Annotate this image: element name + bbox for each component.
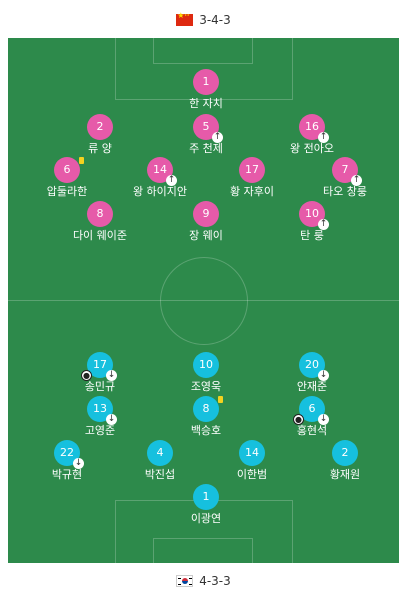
player-marker[interactable]: 8 백승호 [161, 396, 251, 437]
player-number-disc: 2 [87, 114, 113, 140]
goal-ball-icon: ● [81, 370, 92, 381]
player-number-disc: 8 [87, 201, 113, 227]
player-number-disc: 1 [193, 484, 219, 510]
player-name: 한 자치 [189, 97, 223, 110]
player-marker[interactable]: 20↓ 안재준 [267, 352, 357, 393]
player-number-disc: 14 [239, 440, 265, 466]
player-number-disc: 10 [193, 352, 219, 378]
substitution-up-icon: ↑ [351, 175, 362, 186]
substitution-down-icon: ↓ [318, 370, 329, 381]
player-marker[interactable]: 9 장 웨이 [161, 201, 251, 242]
substitution-down-icon: ↓ [73, 458, 84, 469]
player-marker[interactable]: 1 한 자치 [161, 69, 251, 110]
player-name: 타오 창룽 [323, 185, 367, 198]
substitution-down-icon: ↓ [318, 414, 329, 425]
player-number-disc: 16↑ [299, 114, 329, 143]
player-name: 탄 룽 [300, 229, 324, 242]
player-marker[interactable]: 14↑ 왕 하이지안 [115, 157, 205, 198]
china-flag-icon [176, 11, 194, 26]
player-name: 왕 전아오 [290, 142, 334, 155]
goal-box-bottom [153, 538, 253, 563]
player-number-disc: 7↑ [332, 157, 362, 186]
player-number-disc: 4 [147, 440, 173, 466]
player-name: 홍현석 [296, 424, 328, 437]
player-marker[interactable]: 6●↓ 홍현석 [267, 396, 357, 437]
pitch: 1 한 자치 2 류 양 5↑ 주 천제 16↑ 왕 전아오 6 압둘라한 14… [8, 38, 399, 563]
player-name: 고영준 [84, 424, 116, 437]
player-number-disc: 2 [332, 440, 358, 466]
player-marker[interactable]: 22↓ 박규현 [22, 440, 112, 481]
substitution-up-icon: ↑ [318, 219, 329, 230]
player-number-disc: 17 [239, 157, 265, 183]
player-number-disc: 9 [193, 201, 219, 227]
player-marker[interactable]: 16↑ 왕 전아오 [267, 114, 357, 155]
player-name: 안재준 [296, 380, 328, 393]
player-name: 이한범 [236, 468, 268, 481]
player-name: 박규현 [51, 468, 83, 481]
player-name: 류 양 [88, 142, 112, 155]
player-name: 이광연 [190, 512, 222, 525]
yellow-card-icon [218, 396, 223, 403]
substitution-up-icon: ↑ [166, 175, 177, 186]
substitution-down-icon: ↓ [106, 414, 117, 425]
home-formation-header: 3-4-3 [0, 2, 407, 38]
player-number-disc: 8 [193, 396, 223, 422]
away-formation: 4-3-3 [199, 574, 231, 588]
substitution-up-icon: ↑ [212, 132, 223, 143]
player-name: 장 웨이 [189, 229, 223, 242]
player-marker[interactable]: 10↑ 탄 룽 [267, 201, 357, 242]
player-marker[interactable]: 4 박진섭 [115, 440, 205, 481]
player-marker[interactable]: 1 이광연 [161, 484, 251, 525]
yellow-card-icon [79, 157, 84, 164]
player-number-disc: 13↓ [87, 396, 117, 425]
player-number-disc: 1 [193, 69, 219, 95]
player-marker[interactable]: 17 황 자후이 [207, 157, 297, 198]
goal-box-top [153, 38, 253, 64]
player-name: 다이 웨이준 [72, 229, 128, 242]
player-name: 압둘라한 [46, 185, 88, 198]
player-number-disc: 6●↓ [293, 396, 329, 425]
player-name: 황재원 [329, 468, 361, 481]
player-number-disc: 17●↓ [81, 352, 117, 381]
player-marker[interactable]: 8 다이 웨이준 [55, 201, 145, 242]
player-marker[interactable]: 2 류 양 [55, 114, 145, 155]
player-number-disc: 14↑ [147, 157, 177, 186]
home-formation: 3-4-3 [199, 13, 231, 27]
player-marker[interactable]: 13↓ 고영준 [55, 396, 145, 437]
away-formation-header: 4-3-3 [0, 563, 407, 599]
player-number-disc: 20↓ [299, 352, 329, 381]
player-name: 조영욱 [190, 380, 222, 393]
player-name: 백승호 [190, 424, 222, 437]
player-name: 황 자후이 [230, 185, 274, 198]
player-number-disc: 6 [54, 157, 84, 183]
player-marker[interactable]: 5↑ 주 천제 [161, 114, 251, 155]
player-name: 왕 하이지안 [132, 185, 188, 198]
penalty-box-top [115, 38, 293, 100]
substitution-up-icon: ↑ [318, 132, 329, 143]
substitution-down-icon: ↓ [106, 370, 117, 381]
goal-ball-icon: ● [293, 414, 304, 425]
player-marker[interactable]: 7↑ 타오 창룽 [300, 157, 390, 198]
player-marker[interactable]: 10 조영욱 [161, 352, 251, 393]
player-marker[interactable]: 17●↓ 송민규 [55, 352, 145, 393]
center-circle [160, 257, 248, 345]
player-name: 박진섭 [144, 468, 176, 481]
player-marker[interactable]: 2 황재원 [300, 440, 390, 481]
player-marker[interactable]: 6 압둘라한 [22, 157, 112, 198]
player-number-disc: 22↓ [54, 440, 84, 469]
player-name: 송민규 [84, 380, 116, 393]
player-number-disc: 10↑ [299, 201, 329, 230]
korea-flag-icon [176, 575, 194, 587]
player-number-disc: 5↑ [193, 114, 223, 143]
player-marker[interactable]: 14 이한범 [207, 440, 297, 481]
player-name: 주 천제 [189, 142, 223, 155]
